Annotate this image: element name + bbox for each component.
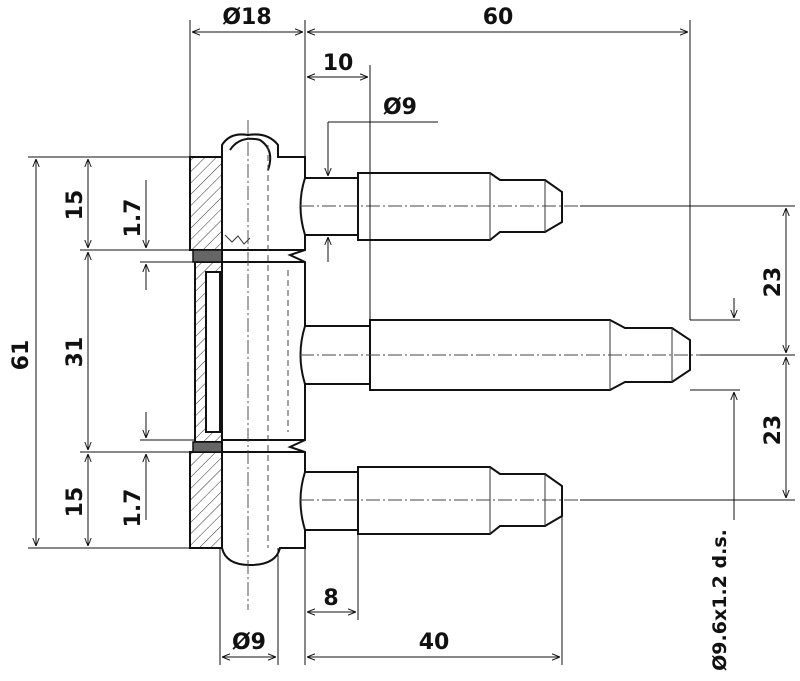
dim-diameter-18: Ø18 xyxy=(222,5,271,30)
dim-height-middle-31: 31 xyxy=(63,337,88,368)
dim-gap-top-1-7: 1.7 xyxy=(121,199,146,238)
door-part-inner xyxy=(205,271,221,433)
pin-bottom xyxy=(299,466,580,535)
barrel-cap xyxy=(229,137,272,171)
dim-gap-bottom-1-7: 1.7 xyxy=(121,489,146,528)
dim-height-61: 61 xyxy=(9,340,34,371)
dim-thread-spec: Ø9.6x1.2 d.s. xyxy=(709,529,731,671)
washer-bottom xyxy=(192,441,224,453)
dim-length-40: 40 xyxy=(419,630,450,655)
pin-middle xyxy=(299,319,700,391)
dim-height-top-15: 15 xyxy=(63,190,88,221)
dim-length-60: 60 xyxy=(483,5,514,30)
dim-pin-diameter-9: Ø9 xyxy=(383,95,417,120)
dim-offset-10: 10 xyxy=(323,51,354,76)
dim-spacing-top-23: 23 xyxy=(761,267,786,298)
barrel-top-break xyxy=(224,234,251,245)
dimension-labels: Ø18 60 10 Ø9 61 15 31 15 1.7 1.7 23 23 Ø… xyxy=(9,5,786,671)
dim-bottom-diameter-9: Ø9 xyxy=(232,630,266,655)
hinge-barrel xyxy=(221,133,306,567)
dim-offset-8: 8 xyxy=(323,586,338,611)
frame-part-top xyxy=(189,156,223,251)
pin-top xyxy=(299,172,580,241)
dimension-lines xyxy=(28,20,795,665)
hinge-body xyxy=(189,120,306,610)
washer-top xyxy=(192,249,224,263)
dim-spacing-bottom-23: 23 xyxy=(761,415,786,446)
frame-part-bottom xyxy=(189,451,223,549)
dim-height-bottom-15: 15 xyxy=(63,487,88,518)
